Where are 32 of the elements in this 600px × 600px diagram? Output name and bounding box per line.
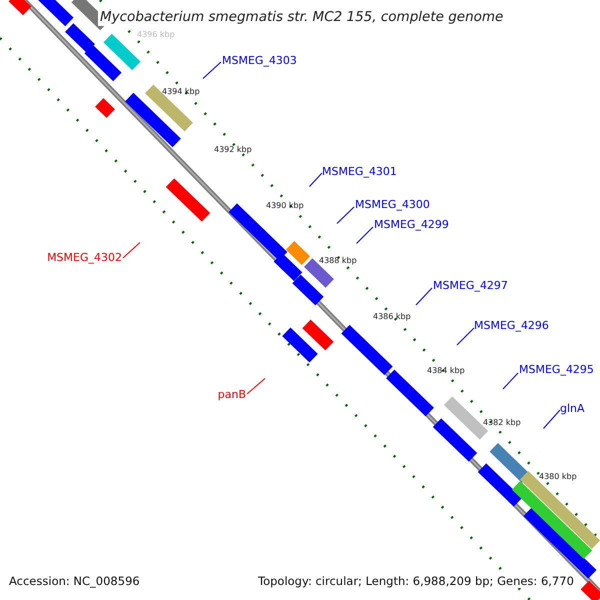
leader-line bbox=[309, 172, 322, 187]
gene-label: MSMEG_4299 bbox=[374, 219, 449, 230]
tick-label: 4392 kbp bbox=[214, 146, 252, 154]
gene-label: MSMEG_4295 bbox=[519, 364, 594, 375]
tick-label: 4394 kbp bbox=[162, 88, 200, 96]
leader-line bbox=[456, 328, 474, 346]
genome-summary-text: Topology: circular; Length: 6,988,209 bp; Genes: 6,770 bbox=[258, 576, 574, 588]
map-title: Mycobacterium smegmatis str. MC2 155, complete genome bbox=[98, 10, 506, 26]
gene-label: MSMEG_4300 bbox=[355, 199, 430, 210]
leader-line bbox=[416, 288, 432, 306]
leader-line bbox=[543, 410, 560, 429]
leader-line bbox=[202, 62, 222, 79]
tick-label: 4384 kbp bbox=[427, 367, 465, 375]
tick-label: 4390 kbp bbox=[266, 202, 304, 210]
gene-label: MSMEG_4296 bbox=[474, 320, 549, 331]
leader-line bbox=[502, 372, 518, 390]
gene-label: MSMEG_4303 bbox=[222, 55, 297, 66]
gene-label: MSMEG_4302 bbox=[47, 252, 122, 263]
tick-label: 4382 kbp bbox=[483, 419, 521, 427]
leader-line bbox=[336, 206, 354, 224]
leader-line bbox=[122, 242, 140, 258]
gene-label: glnA bbox=[560, 403, 585, 414]
tick-label: 4388 kbp bbox=[319, 257, 357, 265]
leader-line bbox=[356, 226, 374, 244]
leader-line bbox=[246, 378, 266, 394]
gene-label: panB bbox=[218, 389, 246, 400]
tick-label: 4386 kbp bbox=[373, 313, 411, 321]
gene-label: MSMEG_4297 bbox=[433, 280, 508, 291]
gene-label: MSMEG_4301 bbox=[322, 166, 397, 177]
accession-text: Accession: NC_008596 bbox=[9, 576, 140, 588]
tick-label: 4380 kbp bbox=[539, 473, 577, 481]
tick-label: 4396 kbp bbox=[137, 31, 175, 39]
